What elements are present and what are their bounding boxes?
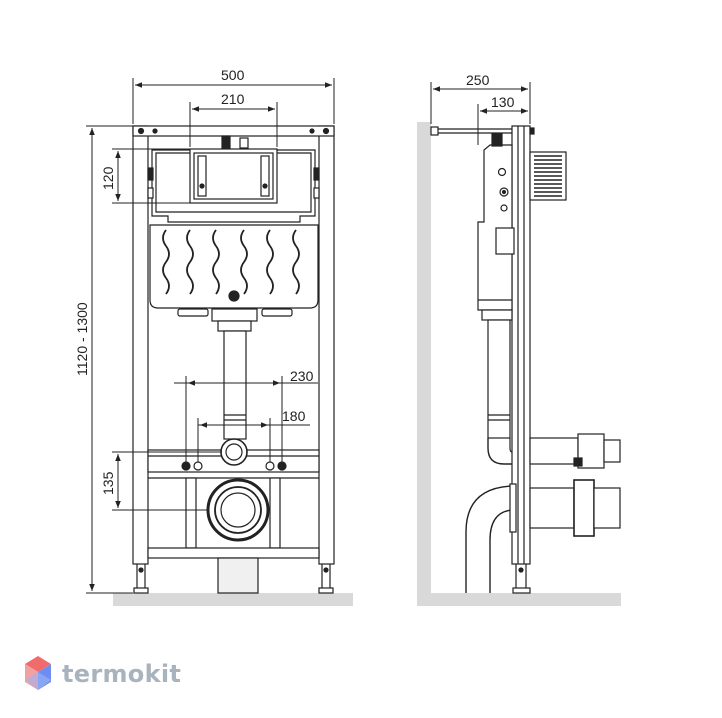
side-connector-pipe (529, 437, 579, 465)
dim-depth-label: 250 (466, 72, 490, 88)
side-frame-post (511, 125, 531, 565)
frame-left-upright (132, 125, 149, 565)
side-dimensions (430, 82, 531, 145)
drain-pipe (217, 557, 259, 594)
front-dimensions (86, 78, 335, 594)
frame-right-upright (318, 125, 335, 565)
dim-offset-label: 130 (491, 94, 515, 110)
side-cistern (477, 144, 513, 311)
dim-outlet-height-label: 135 (100, 471, 116, 495)
frame-top-bar (132, 125, 335, 137)
side-wall (417, 122, 431, 606)
side-outlet-pipe (529, 487, 575, 529)
front-floor (113, 593, 353, 606)
side-flush-pipe (487, 319, 511, 439)
termokit-logo: termokit (24, 652, 181, 696)
side-view (417, 122, 621, 606)
dim-panel-label: 210 (221, 91, 245, 107)
logo-text: termokit (62, 660, 182, 688)
dim-stud-inner-label: 180 (282, 408, 306, 424)
front-view (113, 125, 353, 606)
dim-panel-height-label: 120 (100, 166, 116, 190)
side-drain-elbow (465, 485, 513, 593)
logo-cube-icon (25, 656, 51, 690)
side-floor (417, 593, 621, 606)
cistern-ribs (162, 229, 300, 295)
dim-width-label: 500 (221, 67, 245, 83)
dim-height-label: 1120 - 1300 (74, 302, 90, 376)
dim-stud-outer-label: 230 (290, 368, 314, 384)
flush-pipe (223, 330, 247, 440)
